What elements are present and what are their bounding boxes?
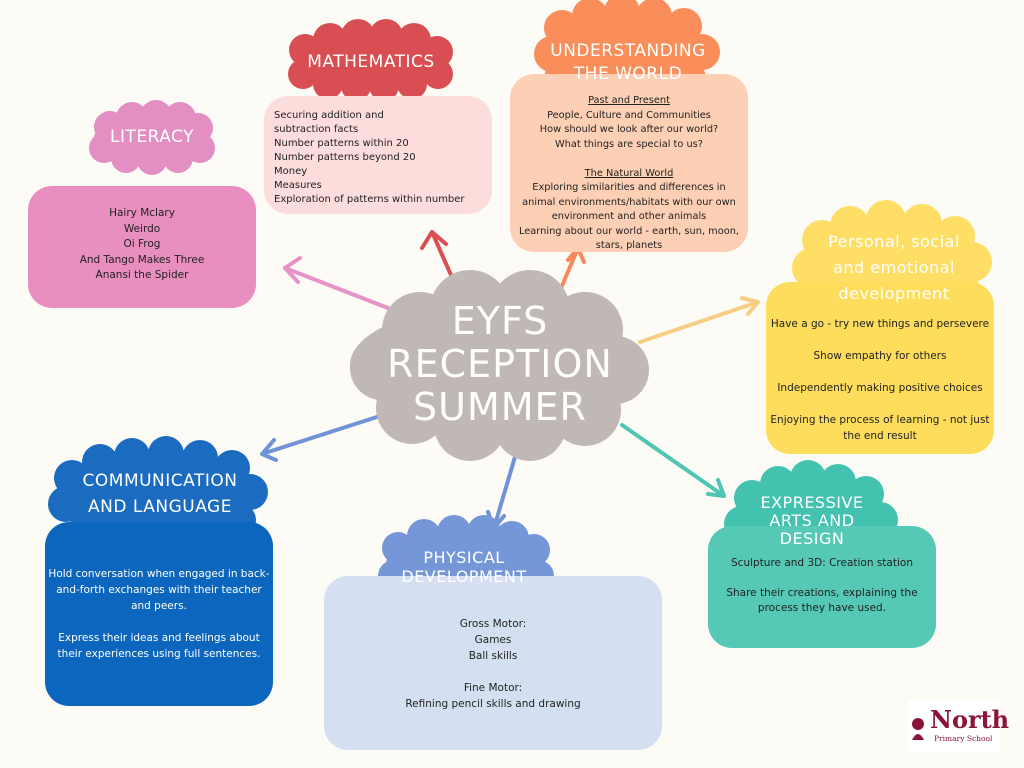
pse-title-line: and emotional	[833, 258, 955, 277]
communication-item: Hold conversation when engaged in back-	[48, 568, 270, 580]
physical-title-line: DEVELOPMENT	[401, 567, 527, 586]
physical-item: Refining pencil skills and drawing	[405, 698, 581, 710]
literacy-item: Oi Frog	[123, 238, 161, 250]
physical-title: PHYSICAL DEVELOPMENT	[388, 548, 540, 586]
world-title: UNDERSTANDING THE WORLD	[548, 40, 708, 86]
mathematics-item: Exploration of patterns within number	[274, 194, 465, 205]
arts-title-line: DESIGN	[779, 529, 845, 548]
physical-item: Ball skills	[468, 650, 518, 662]
arts-item: process they have used.	[757, 602, 887, 614]
pse-item: Have a go - try new things and persevere	[770, 318, 990, 330]
world-item: Learning about our world - earth, sun, m…	[518, 225, 740, 237]
arrow-pse	[638, 296, 760, 344]
communication-title-line: AND LANGUAGE	[88, 497, 232, 517]
arts-title: EXPRESSIVE ARTS AND DESIGN	[742, 494, 882, 548]
world-box: Past and Present People, Culture and Com…	[510, 74, 748, 252]
communication-title-line: COMMUNICATION	[82, 471, 238, 491]
mathematics-title-cloud	[288, 19, 453, 101]
arts-title-line: ARTS AND	[769, 511, 855, 530]
mathematics-title: MATHEMATICS	[307, 52, 435, 72]
physical-item: Games	[474, 634, 512, 646]
center-title-line: SUMMER	[413, 385, 587, 429]
mathematics-item: Number patterns beyond 20	[274, 152, 416, 163]
physical-item: Fine Motor:	[463, 682, 523, 694]
world-item: People, Culture and Communities	[547, 109, 711, 121]
communication-box: Hold conversation when engaged in back- …	[45, 522, 273, 706]
pse-item: the end result	[843, 430, 917, 442]
communication-item: and-forth exchanges with their teacher	[56, 584, 262, 596]
literacy-title: LITERACY	[109, 127, 195, 147]
arts-title-line: EXPRESSIVE	[760, 493, 864, 512]
mathematics-box: Securing addition and subtraction facts …	[264, 96, 492, 214]
logo-subtitle: Primary School	[934, 734, 993, 743]
world-item: environment and other animals	[551, 211, 707, 222]
physical-item: Gross Motor:	[459, 618, 527, 630]
arts-item: Sculpture and 3D: Creation station	[731, 557, 913, 569]
logo-name: North	[930, 705, 1010, 734]
literacy-box: Hairy Mclary Weirdo Oi Frog And Tango Ma…	[28, 186, 256, 308]
pse-title-line: Personal, social	[828, 232, 960, 251]
center-title-line: RECEPTION	[387, 342, 613, 386]
arrow-communication	[260, 414, 382, 462]
pse-item: Enjoying the process of learning - not j…	[770, 414, 990, 426]
arts-item: Share their creations, explaining the	[726, 587, 918, 599]
world-title-cloud	[534, 0, 720, 94]
mathematics-item: subtraction facts	[274, 124, 359, 135]
pse-item: Independently making positive choices	[777, 382, 983, 394]
pse-title: Personal, social and emotional developme…	[812, 229, 976, 307]
literacy-item: And Tango Makes Three	[79, 253, 205, 266]
communication-title: COMMUNICATION AND LANGUAGE	[60, 468, 260, 520]
communication-title-cloud	[48, 436, 268, 542]
physical-title-line: PHYSICAL	[423, 548, 505, 567]
pse-item: Show empathy for others	[813, 350, 947, 362]
communication-item: their experiences using full sentences.	[57, 648, 261, 660]
arrow-arts	[620, 423, 726, 498]
world-heading: The Natural World	[584, 167, 674, 179]
arts-box: Sculpture and 3D: Creation station Share…	[708, 526, 936, 648]
literacy-title-cloud	[89, 100, 215, 175]
world-item: How should we look after our world?	[539, 124, 719, 135]
pse-box: Have a go - try new things and persevere…	[766, 282, 994, 454]
center-cloud	[350, 270, 649, 461]
world-title-line: THE WORLD	[573, 64, 683, 84]
communication-item: Express their ideas and feelings about	[58, 632, 260, 644]
world-title-line: UNDERSTANDING	[550, 41, 706, 61]
world-heading: Past and Present	[588, 95, 670, 106]
world-item: What things are special to us?	[555, 138, 703, 150]
literacy-item: Anansi the Spider	[95, 269, 189, 281]
communication-item: and peers.	[131, 600, 187, 612]
center-title: EYFS RECEPTION SUMMER	[370, 300, 630, 429]
school-crest-icon	[912, 718, 924, 740]
mathematics-item: Number patterns within 20	[274, 138, 409, 149]
center-title-line: EYFS	[451, 299, 549, 343]
literacy-item: Hairy Mclary	[109, 207, 175, 219]
mathematics-item: Money	[274, 166, 308, 177]
arrow-literacy	[283, 256, 390, 310]
mathematics-item: Securing addition and	[274, 110, 384, 121]
world-item: animal environments/habitats with our ow…	[522, 196, 736, 208]
pse-title-line: development	[838, 284, 950, 303]
world-item: Exploring similarities and differences i…	[532, 182, 726, 193]
literacy-item: Weirdo	[123, 222, 161, 235]
mathematics-item: Measures	[274, 180, 322, 191]
school-logo: North Primary School	[908, 700, 1009, 752]
world-item: stars, planets	[595, 240, 663, 251]
physical-box: Gross Motor: Games Ball skills Fine Moto…	[324, 576, 662, 750]
